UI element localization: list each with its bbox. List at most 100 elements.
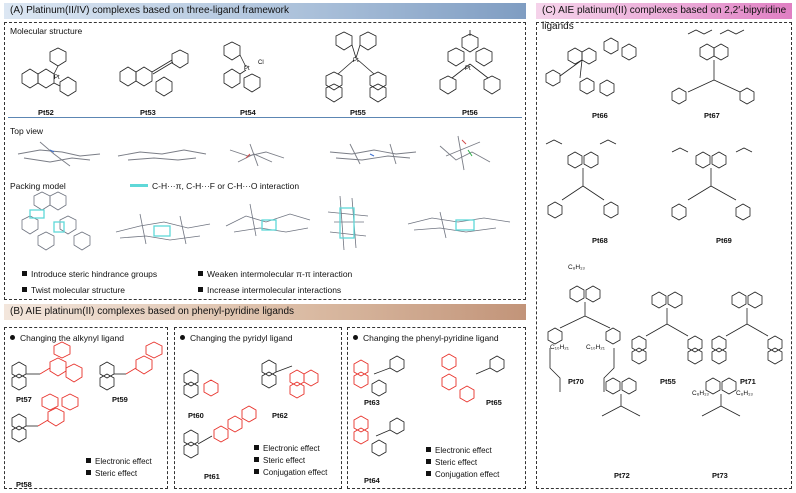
alkynyl-effect-2: Steric effect: [86, 469, 137, 478]
alkynyl-heading-text: Changing the alkynyl ligand: [20, 333, 124, 343]
compound-label-pt55-c: Pt55: [660, 377, 676, 386]
compound-label-pt52: Pt52: [38, 108, 54, 117]
bullet-4: Increase intermolecular interactions: [198, 285, 341, 295]
svg-text:Pt: Pt: [244, 66, 250, 72]
pt52-structure: Pt: [21, 47, 77, 97]
square-bullet-icon: [426, 447, 431, 453]
compound-label-pt67: Pt67: [704, 111, 720, 120]
bullet-text: Weaken intermolecular π-π interaction: [207, 269, 353, 279]
top-view-label: Top view: [10, 126, 44, 136]
pyridyl-effect-1: Electronic effect: [254, 444, 320, 453]
pyridyl-effect-2: Steric effect: [254, 456, 305, 465]
compound-label-pt60: Pt60: [188, 411, 204, 420]
alkynyl-heading: Changing the alkynyl ligand: [10, 333, 124, 343]
alkynyl-box: [4, 327, 168, 489]
compound-label-pt54: Pt54: [240, 108, 256, 117]
panel-b-title: (B) AIE platinum(II) complexes based on …: [4, 304, 526, 320]
phenylpyridine-structures: [353, 353, 505, 457]
panel-a-title: (A) Platinum(II/IV) complexes based on t…: [4, 3, 526, 19]
compound-label-pt55: Pt55: [350, 108, 366, 117]
square-bullet-icon: [426, 459, 431, 465]
molecular-structure-label: Molecular structure: [10, 26, 83, 36]
interaction-legend-swatch: [130, 184, 148, 187]
pt54-structure: Pt Cl: [223, 41, 264, 93]
square-bullet-icon: [22, 271, 27, 277]
compound-label-pt68: Pt68: [592, 236, 608, 245]
fragment-label-2: C₁₀H₂₁: [550, 344, 569, 351]
svg-text:Pt: Pt: [54, 75, 60, 81]
square-bullet-icon: [86, 470, 91, 476]
phenylpyridine-heading-text: Changing the phenyl-pyridine ligand: [363, 333, 499, 343]
phenylpyridine-heading: Changing the phenyl-pyridine ligand: [353, 333, 499, 343]
alkynyl-effect-1: Electronic effect: [86, 457, 152, 466]
panel-c-frame: [536, 22, 792, 489]
effect-text: Conjugation effect: [263, 468, 328, 477]
square-bullet-icon: [254, 445, 259, 451]
svg-text:Cl: Cl: [258, 60, 264, 66]
pt55-structure: Pt: [325, 31, 387, 103]
compound-label-pt64: Pt64: [364, 476, 380, 485]
phenylpyridine-effect-2: Steric effect: [426, 458, 477, 467]
phenylpyridine-effect-3: Conjugation effect: [426, 470, 499, 479]
compound-label-pt66: Pt66: [592, 111, 608, 120]
compound-label-pt57: Pt57: [16, 395, 32, 404]
effect-text: Electronic effect: [435, 446, 492, 455]
square-bullet-icon: [426, 471, 431, 477]
compound-label-pt56: Pt56: [462, 108, 478, 117]
square-bullet-icon: [254, 457, 259, 463]
effect-text: Electronic effect: [95, 457, 152, 466]
bullet-2: Weaken intermolecular π-π interaction: [198, 269, 352, 279]
fragment-label-1: C₆H₁₃: [568, 264, 585, 271]
compound-label-pt59: Pt59: [112, 395, 128, 404]
bullet-text: Increase intermolecular interactions: [207, 285, 342, 295]
alkynyl-structures: [11, 341, 163, 443]
round-bullet-icon: [10, 335, 15, 341]
interaction-legend-label: C-H···π, C-H···F or C-H···O interaction: [152, 181, 300, 191]
pyridyl-heading-text: Changing the pyridyl ligand: [190, 333, 293, 343]
phenylpyridine-box: [347, 327, 526, 489]
round-bullet-icon: [180, 335, 185, 341]
fragment-label-5: C₆H₁₃: [736, 390, 753, 397]
pyridyl-box: [174, 327, 342, 489]
compound-label-pt70: Pt70: [568, 377, 584, 386]
compound-label-pt62: Pt62: [272, 411, 288, 420]
top-view-crystals: [17, 135, 491, 171]
fragment-label-3: C₁₀H₂₁: [586, 344, 605, 351]
pyridyl-heading: Changing the pyridyl ligand: [180, 333, 293, 343]
bullet-text: Twist molecular structure: [31, 285, 125, 295]
square-bullet-icon: [254, 469, 259, 475]
effect-text: Steric effect: [435, 458, 478, 467]
svg-text:Pt: Pt: [465, 66, 471, 72]
pyridyl-structures: [183, 359, 319, 459]
compound-label-pt73: Pt73: [712, 471, 728, 480]
effect-text: Steric effect: [95, 469, 138, 478]
pt53-structure: [119, 49, 189, 97]
packing-model-crystals: [21, 191, 511, 251]
effect-text: Steric effect: [263, 456, 306, 465]
square-bullet-icon: [198, 271, 203, 277]
compound-label-pt72: Pt72: [614, 471, 630, 480]
compound-label-pt69: Pt69: [716, 236, 732, 245]
compound-label-pt71: Pt71: [740, 377, 756, 386]
square-bullet-icon: [22, 287, 27, 293]
pyridyl-effect-3: Conjugation effect: [254, 468, 327, 477]
compound-label-pt65: Pt65: [486, 398, 502, 407]
bullet-text: Introduce steric hindrance groups: [31, 269, 158, 279]
square-bullet-icon: [86, 458, 91, 464]
panel-a-frame: [4, 22, 526, 300]
compound-label-pt63: Pt63: [364, 398, 380, 407]
round-bullet-icon: [353, 335, 358, 341]
effect-text: Conjugation effect: [435, 470, 500, 479]
divider-line: [8, 117, 522, 118]
svg-text:Pt: Pt: [353, 58, 359, 64]
compound-label-pt61: Pt61: [204, 472, 220, 481]
phenylpyridine-effect-1: Electronic effect: [426, 446, 492, 455]
square-bullet-icon: [198, 287, 203, 293]
panel-c-title: (C) AIE platinum(II) complexes based on …: [536, 3, 792, 32]
compound-label-pt53: Pt53: [140, 108, 156, 117]
fragment-label-4: C₆H₁₃: [692, 390, 709, 397]
effect-text: Electronic effect: [263, 444, 320, 453]
panel-c-structures: [545, 29, 783, 417]
compound-label-pt58: Pt58: [16, 480, 32, 489]
packing-model-label: Packing model: [10, 181, 66, 191]
